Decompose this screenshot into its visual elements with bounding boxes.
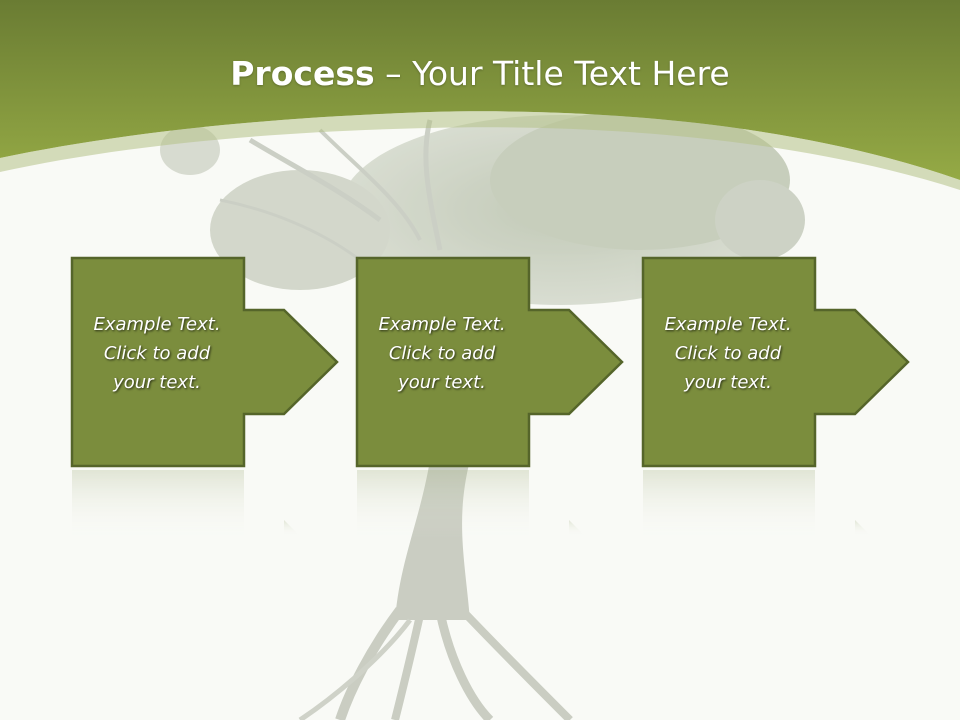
step-arrow-shape <box>70 256 339 468</box>
step-text: Example Text. Click to add your text. <box>357 310 527 397</box>
step-text-line-3: your text. <box>684 372 772 393</box>
process-step-3[interactable]: Example Text. Click to add your text. <box>641 256 911 538</box>
step-text-line-3: your text. <box>113 372 201 393</box>
step-text-line-2: Click to add <box>674 343 782 364</box>
step-reflection <box>643 470 871 538</box>
process-step-1[interactable]: Example Text. Click to add your text. <box>70 256 340 538</box>
step-text: Example Text. Click to add your text. <box>643 310 813 397</box>
title-bold: Process <box>230 54 375 93</box>
step-reflection <box>72 470 300 538</box>
step-arrow-shape <box>355 256 624 468</box>
process-step-2[interactable]: Example Text. Click to add your text. <box>355 256 625 538</box>
step-arrow-shape <box>641 256 910 468</box>
step-text-line-3: your text. <box>398 372 486 393</box>
step-text-line-2: Click to add <box>103 343 211 364</box>
step-text-line-1: Example Text. <box>378 314 506 335</box>
step-text-line-1: Example Text. <box>664 314 792 335</box>
header-band <box>0 0 960 180</box>
step-reflection <box>357 470 585 538</box>
step-text-line-2: Click to add <box>388 343 496 364</box>
slide-title[interactable]: Process – Your Title Text Here <box>0 52 960 96</box>
step-text-line-1: Example Text. <box>93 314 221 335</box>
title-rest: – Your Title Text Here <box>374 54 730 93</box>
header-highlight <box>0 111 960 190</box>
step-text: Example Text. Click to add your text. <box>72 310 242 397</box>
